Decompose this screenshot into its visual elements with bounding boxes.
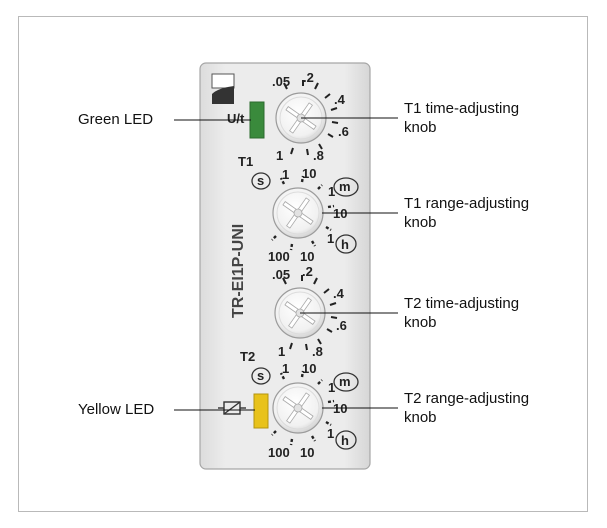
- t2-time-callout: T2 time-adjusting knob: [404, 294, 519, 332]
- t2-time-knob: [274, 275, 338, 351]
- t2-range-knob: [271, 370, 335, 446]
- t2-minutes-unit: m: [339, 374, 351, 389]
- t1-time-scale-right-lower: .6: [338, 124, 349, 139]
- minutes-unit-marker-2: [333, 372, 359, 392]
- t2-range-scale-right-upper: 1: [328, 380, 335, 395]
- t1-time-knob: [275, 80, 339, 156]
- t2-hours-unit: h: [341, 433, 349, 448]
- hours-unit-marker-2: [335, 430, 357, 450]
- t2-time-callout-line1: T2 time-adjusting: [404, 295, 520, 312]
- t2-time-scale-bottom-right: .8: [312, 344, 323, 359]
- t1-range-scale-top-right: 10: [302, 166, 316, 181]
- t2-range-callout-line2: knob: [404, 409, 437, 426]
- t2-time-scale-bottom-left: 1: [278, 344, 285, 359]
- t2-time-scale-top-right: .2: [302, 264, 313, 279]
- t2-range-scale-right-lower: 1: [327, 426, 334, 441]
- t1-time-callout: T1 time-adjusting knob: [404, 99, 519, 137]
- led-label: U/t: [227, 111, 245, 126]
- t2-label: T2: [240, 349, 255, 364]
- t1-time-scale-right-upper: .4: [334, 92, 346, 107]
- t1-seconds-unit: s: [257, 173, 264, 188]
- t2-time-callout-line2: knob: [404, 314, 437, 331]
- t2-range-scale-top-left: 1: [282, 361, 289, 376]
- t1-label: T1: [238, 154, 253, 169]
- t1-time-scale-bottom-right: .8: [313, 148, 324, 163]
- green-led-callout: Green LED: [78, 111, 154, 128]
- t2-range-scale-bottom-right: 10: [300, 445, 314, 460]
- t2-time-scale-top-left: .05: [272, 267, 290, 282]
- yellow-led: [253, 393, 269, 429]
- t2-range-callout-line1: T2 range-adjusting: [404, 390, 530, 407]
- device-housing: [199, 62, 371, 470]
- t1-range-scale-bottom-right: 10: [300, 249, 314, 264]
- t2-seconds-unit: s: [257, 368, 264, 383]
- seconds-unit-marker-2: [251, 367, 271, 385]
- t1-hours-unit: h: [341, 237, 349, 252]
- minutes-unit-marker-1: [333, 177, 359, 197]
- t1-range-scale-right-upper: 1: [328, 184, 335, 199]
- t1-time-callout-line2: knob: [404, 119, 437, 136]
- t1-minutes-unit: m: [339, 179, 351, 194]
- t2-time-scale-right-lower: .6: [336, 318, 347, 333]
- t1-time-scale-top-left: .05: [272, 74, 290, 89]
- t2-range-callout: T2 range-adjusting knob: [404, 389, 529, 427]
- t1-range-scale-right-lower: 1: [327, 231, 334, 246]
- t1-range-callout: T1 range-adjusting knob: [404, 194, 529, 232]
- t1-time-scale-bottom-left: 1: [276, 148, 283, 163]
- green-led: [249, 101, 265, 139]
- t1-range-callout-line2: knob: [404, 214, 437, 231]
- hours-unit-marker-1: [335, 234, 357, 254]
- t1-time-callout-line1: T1 time-adjusting: [404, 100, 520, 117]
- t2-range-scale-top-right: 10: [302, 361, 316, 376]
- t1-range-scale-bottom-left: 100: [268, 249, 290, 264]
- supply-symbol-icon: [211, 73, 235, 104]
- t2-time-scale-right-upper: .4: [333, 286, 345, 301]
- t2-range-scale-bottom-left: 100: [268, 445, 290, 460]
- model-name: TR-EI1P-UNI: [230, 224, 247, 318]
- t1-range-scale-top-left: 1: [282, 167, 289, 182]
- t1-time-scale-top-right: .2: [303, 70, 314, 85]
- seconds-unit-marker-1: [251, 172, 271, 190]
- relay-symbol-icon: [218, 401, 246, 415]
- t1-range-knob: [271, 175, 335, 251]
- t1-range-callout-line1: T1 range-adjusting: [404, 195, 530, 212]
- yellow-led-callout: Yellow LED: [78, 401, 155, 418]
